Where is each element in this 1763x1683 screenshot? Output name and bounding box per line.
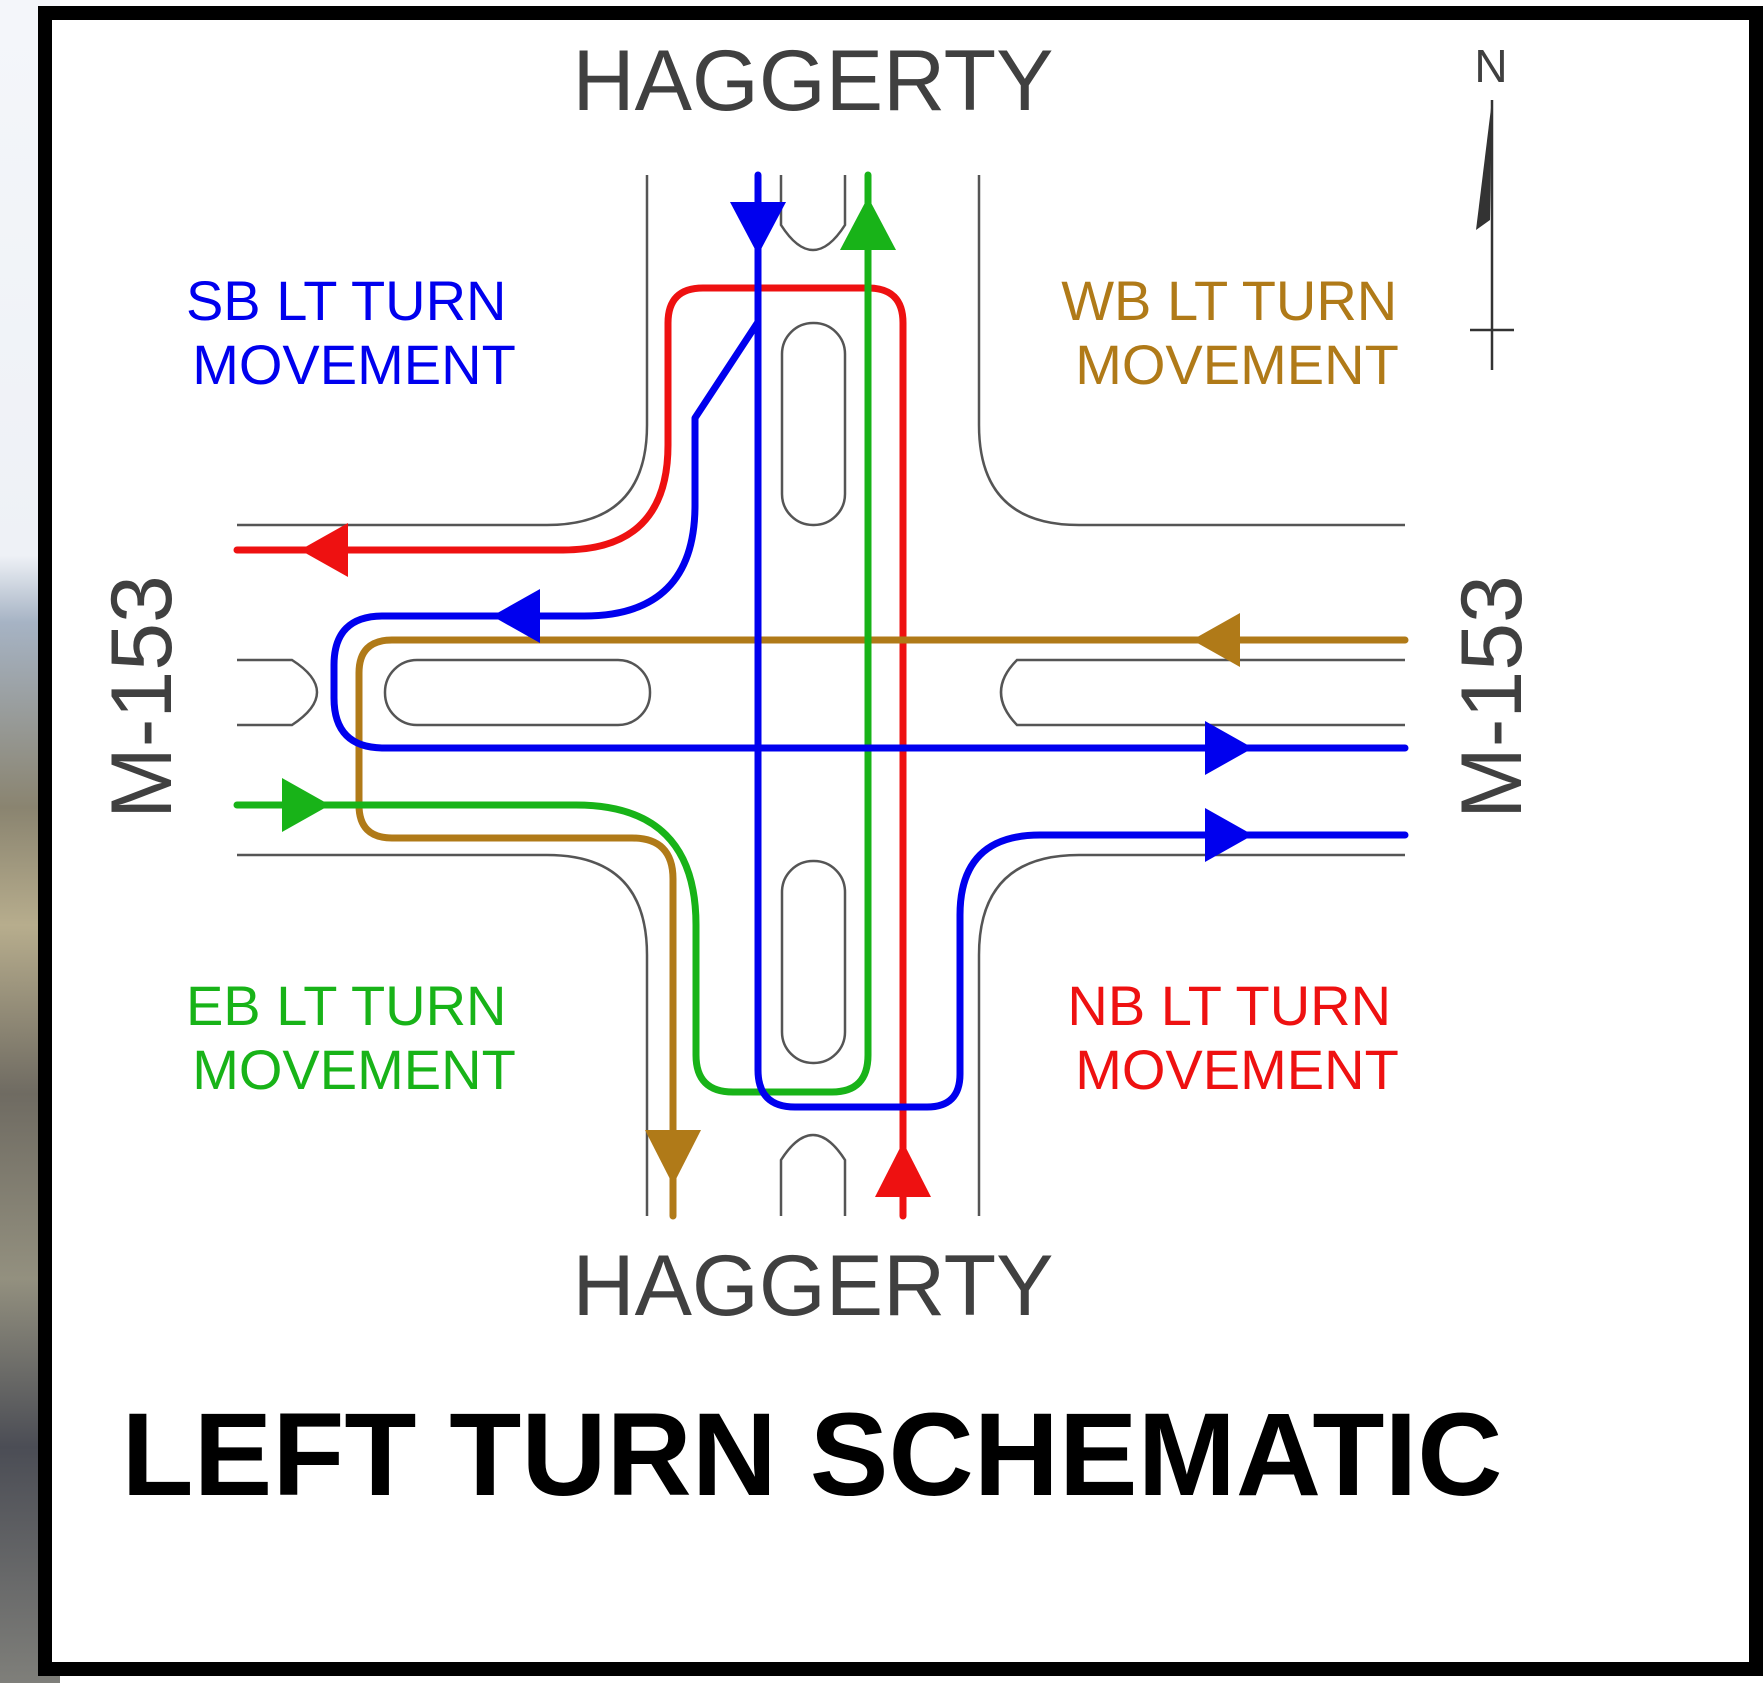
sb-movement-line1: SB LT TURN — [186, 269, 507, 332]
route-wb-arrow-end — [645, 1130, 701, 1185]
eb-movement-line1: EB LT TURN — [186, 974, 507, 1037]
route-nb — [233, 284, 931, 1220]
median-west-island — [383, 658, 652, 727]
route-sb-arrow-start — [730, 202, 786, 255]
road-edge-se — [977, 853, 1405, 1216]
road-label-east: M-153 — [1444, 575, 1540, 819]
route-sb — [330, 171, 1409, 1111]
nb-movement-label: NB LT TURN MOVEMENT — [1067, 974, 1406, 1101]
schematic-title: LEFT TURN SCHEMATIC — [122, 1389, 1503, 1521]
north-arrow-label: N — [1474, 40, 1507, 92]
route-wb — [355, 613, 1409, 1220]
road-label-south: HAGGERTY — [572, 1238, 1053, 1334]
sb-movement-line2: MOVEMENT — [192, 333, 516, 396]
route-sb-path-turn — [330, 318, 1409, 752]
road-edges — [237, 175, 1405, 1216]
wb-movement-line2: MOVEMENT — [1075, 333, 1399, 396]
route-eb — [233, 171, 896, 1096]
left-turn-schematic-diagram: HAGGERTY HAGGERTY M-153 M-153 SB LT TURN… — [94, 33, 1540, 1521]
route-sb-arrow-east — [1205, 721, 1253, 775]
median-north-end — [779, 175, 847, 252]
route-sb-arrow-mid — [492, 589, 540, 643]
eb-movement-line2: MOVEMENT — [192, 1038, 516, 1101]
road-edge-sw — [237, 853, 649, 1216]
median-north-island — [780, 321, 847, 527]
route-eb-path — [233, 171, 872, 1096]
median-south-island — [780, 859, 847, 1065]
wb-movement-line1: WB LT TURN — [1061, 269, 1397, 332]
nb-movement-line2: MOVEMENT — [1075, 1038, 1399, 1101]
median-east-island — [999, 658, 1405, 727]
route-sb-path — [754, 171, 1409, 1111]
median-south-end — [779, 1133, 847, 1216]
median-west-end — [237, 658, 319, 727]
north-arrow-needle — [1476, 100, 1492, 230]
road-edge-nw — [237, 175, 649, 527]
route-eb-arrow-end — [840, 197, 896, 250]
eb-movement-label: EB LT TURN MOVEMENT — [186, 974, 522, 1101]
route-nb-arrow-end — [300, 523, 348, 577]
medians — [237, 175, 1405, 1216]
sb-movement-label: SB LT TURN MOVEMENT — [186, 269, 522, 396]
route-wb-arrow-start — [1192, 613, 1240, 667]
route-nb-arrow-start — [875, 1142, 931, 1197]
route-nb-path — [233, 284, 907, 1220]
route-wb-path — [355, 636, 1409, 1220]
road-edge-ne — [977, 175, 1405, 527]
road-label-north: HAGGERTY — [572, 33, 1053, 129]
north-arrow-icon: N — [1470, 40, 1514, 370]
route-eb-arrow-start — [282, 778, 330, 832]
wb-movement-label: WB LT TURN MOVEMENT — [1061, 269, 1413, 396]
road-label-west: M-153 — [94, 575, 190, 819]
nb-movement-line1: NB LT TURN — [1067, 974, 1391, 1037]
route-sb-arrow-end — [1205, 808, 1253, 862]
diagram-frame: HAGGERTY HAGGERTY M-153 M-153 SB LT TURN… — [38, 6, 1763, 1676]
